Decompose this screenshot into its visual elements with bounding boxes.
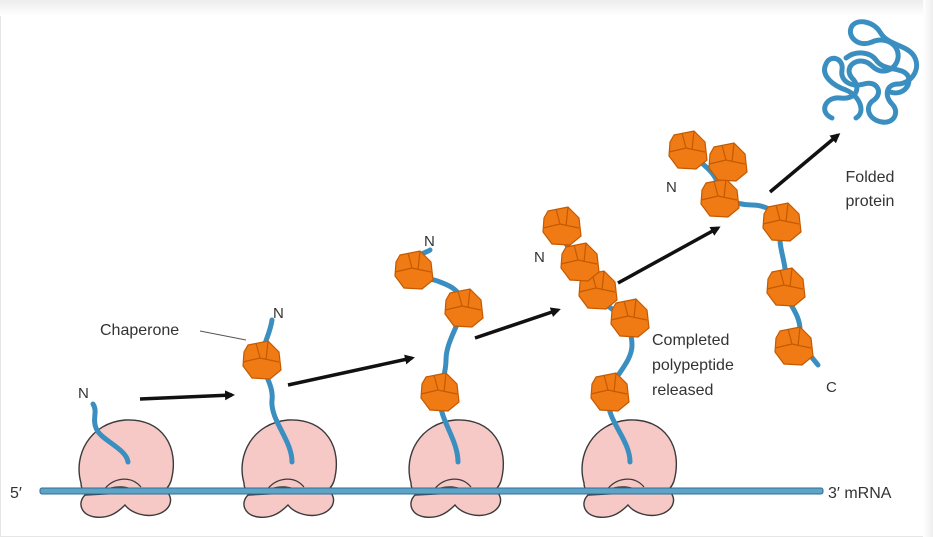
- folded-label-line-1: Folded: [846, 169, 895, 186]
- chaperone-stage-5f: [669, 131, 707, 169]
- chaperone-stage-4a: [591, 373, 629, 411]
- chaperone-leader-line: [200, 331, 246, 340]
- chaperone-stage-5b: [767, 268, 805, 306]
- three-prime-mrna-label: 3′ mRNA: [828, 485, 892, 502]
- n-label-stage-5: N: [666, 179, 677, 196]
- ribosome-3: [409, 420, 503, 517]
- five-prime-label: 5′: [10, 485, 22, 502]
- folded-label-line-2: protein: [846, 193, 895, 210]
- n-label-stage-2: N: [273, 305, 284, 322]
- chaperone-stage-5d: [701, 179, 739, 217]
- ribosome-1: [79, 420, 173, 517]
- arrow-2: [288, 358, 412, 385]
- chaperone-stage-5c: [763, 203, 801, 241]
- ribosome-2: [242, 420, 336, 517]
- chaperone-stage-4e: [543, 207, 581, 245]
- completed-label-line-3: released: [652, 382, 713, 399]
- chaperone-stage-5a: [775, 327, 813, 365]
- arrow-1: [140, 395, 232, 399]
- ribosome-4: [582, 420, 676, 517]
- n-label-stage-3: N: [424, 233, 435, 250]
- mrna-strand: [40, 488, 823, 494]
- n-label-stage-4: N: [534, 249, 545, 266]
- completed-label-line-1: Completed: [652, 332, 729, 349]
- arrow-5: [770, 135, 838, 192]
- chaperone-stage-4b: [611, 299, 649, 337]
- arrow-4: [618, 228, 718, 283]
- n-label-stage-1: N: [78, 385, 89, 402]
- chaperone-stage-2: [243, 341, 281, 379]
- chaperone-stage-3c: [395, 251, 433, 289]
- folded-protein: [825, 22, 917, 122]
- completed-label-line-2: polypeptide: [652, 357, 734, 374]
- chaperone-stage-3b: [445, 289, 483, 327]
- chaperone-stage-3a: [421, 373, 459, 411]
- arrow-3: [475, 310, 558, 338]
- chaperone-stage-4d: [561, 243, 599, 281]
- c-label: C: [826, 379, 837, 396]
- chaperone-label: Chaperone: [100, 322, 179, 339]
- chaperone-stage-5e: [709, 143, 747, 181]
